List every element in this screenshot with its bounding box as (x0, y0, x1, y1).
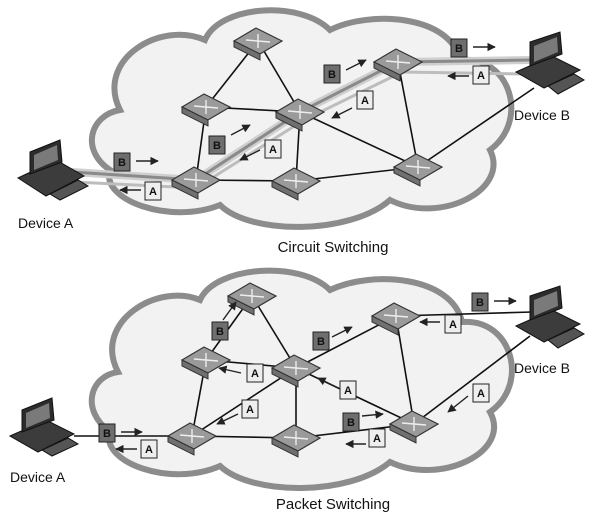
switch (392, 153, 444, 187)
svg-text:A: A (477, 70, 485, 82)
svg-text:B: B (476, 297, 484, 309)
switch (274, 98, 326, 132)
device-a-label-bottom: Device A (10, 469, 66, 485)
packet-b: B (342, 412, 360, 432)
svg-text:A: A (477, 388, 485, 400)
device-a-label-top: Device A (18, 215, 74, 231)
svg-text:A: A (149, 186, 157, 198)
packet-a: A (368, 428, 386, 448)
svg-text:B: B (317, 336, 325, 348)
device-b-label-bottom: Device B (514, 360, 570, 376)
svg-text:A: A (449, 319, 457, 331)
device-b-label-top: Device B (514, 107, 570, 123)
svg-text:A: A (269, 144, 277, 156)
packet-b: B (471, 292, 489, 312)
packet-a: A (339, 380, 357, 400)
svg-text:B: B (213, 140, 221, 152)
direction-arrows-bottom (115, 296, 517, 454)
packet-switching-panel: B A B A A B A B (8, 267, 586, 513)
packet-b: B (211, 321, 229, 341)
svg-text:B: B (103, 428, 111, 440)
packet-a: A (356, 90, 374, 110)
packet-a: A (472, 383, 490, 403)
svg-text:B: B (347, 417, 355, 429)
packet-b: B (312, 331, 330, 351)
packet-a: A (472, 65, 490, 85)
packet-b: B (98, 423, 116, 443)
svg-text:A: A (251, 368, 259, 380)
packet-b: B (323, 64, 341, 84)
packet-b: B (450, 38, 468, 58)
switch (166, 422, 218, 456)
svg-text:A: A (246, 404, 254, 416)
svg-text:B: B (118, 157, 126, 169)
circuit-switching-caption: Circuit Switching (278, 239, 389, 256)
packet-a: A (444, 314, 462, 334)
switch (180, 93, 232, 127)
switch (270, 354, 322, 388)
computer-icon-device-b-bottom (514, 285, 586, 349)
switch (226, 282, 278, 316)
computer-icon-device-b-top (514, 31, 586, 95)
computer-icon-device-a-top (16, 139, 90, 201)
switch (270, 424, 322, 458)
switch (232, 27, 284, 61)
svg-text:B: B (455, 43, 463, 55)
switch (388, 410, 440, 444)
svg-text:A: A (373, 433, 381, 445)
switch (370, 302, 422, 336)
packet-switching-caption: Packet Switching (276, 496, 390, 513)
switch (170, 166, 222, 200)
packet-a: A (144, 181, 162, 201)
packet-b: B (113, 152, 131, 172)
direction-arrows-top (119, 42, 496, 195)
svg-text:A: A (361, 95, 369, 107)
svg-text:B: B (216, 326, 224, 338)
svg-text:B: B (328, 69, 336, 81)
switch (180, 346, 232, 380)
packet-a: A (140, 439, 158, 459)
packet-a: A (264, 139, 282, 159)
packet-b: B (208, 135, 226, 155)
packet-a: A (241, 399, 259, 419)
switch (270, 167, 322, 201)
packet-a: A (246, 363, 264, 383)
svg-text:A: A (145, 444, 153, 456)
circuit-switching-panel: B A B A B A B A (16, 7, 586, 256)
switch (372, 48, 424, 82)
svg-text:A: A (344, 385, 352, 397)
computer-icon-device-a-bottom (8, 397, 80, 457)
